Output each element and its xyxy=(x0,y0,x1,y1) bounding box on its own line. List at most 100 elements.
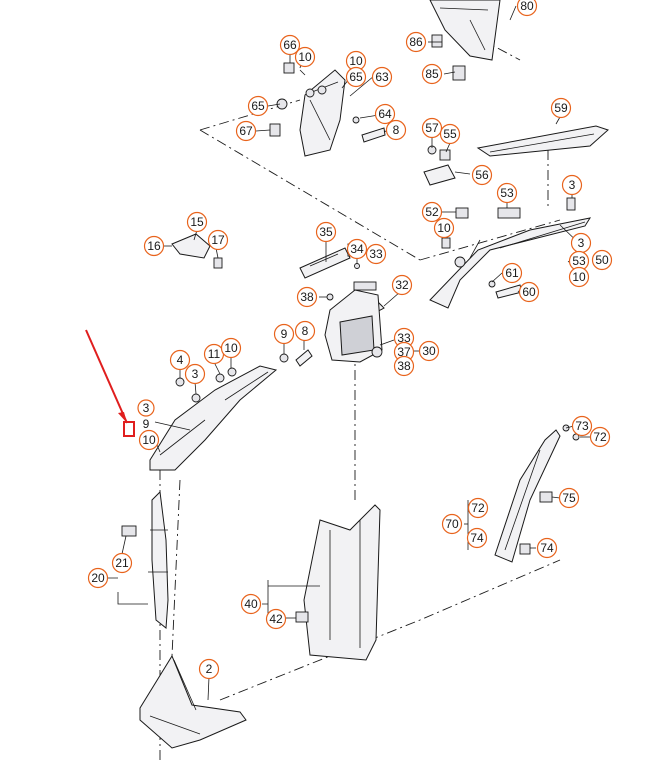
fastener-66 xyxy=(283,62,306,76)
callout-52: 52 xyxy=(421,201,443,223)
callout-70: 70 xyxy=(441,513,463,535)
callout-73: 73 xyxy=(571,415,593,437)
svg-text:10: 10 xyxy=(298,50,312,64)
callout-30: 30 xyxy=(418,340,440,362)
svg-text:33: 33 xyxy=(397,331,411,345)
svg-text:38: 38 xyxy=(300,290,314,304)
sill-trim-2 xyxy=(139,654,247,749)
svg-text:40: 40 xyxy=(244,597,258,611)
callout-56: 56 xyxy=(471,164,493,186)
callout-66: 66 xyxy=(279,34,301,56)
svg-text:8: 8 xyxy=(393,123,400,137)
callout-55: 55 xyxy=(439,123,461,145)
svg-text:53: 53 xyxy=(500,186,514,200)
svg-text:35: 35 xyxy=(319,225,333,239)
svg-text:52: 52 xyxy=(425,205,439,219)
c-pillar-trim-70 xyxy=(494,424,580,563)
svg-text:64: 64 xyxy=(378,107,392,121)
callout-50: 50 xyxy=(591,249,613,271)
svg-text:61: 61 xyxy=(505,266,519,280)
svg-text:80: 80 xyxy=(520,0,534,13)
callout-74: 74 xyxy=(466,527,488,549)
callout-16: 16 xyxy=(143,235,165,257)
callout-32: 32 xyxy=(391,274,413,296)
callout-33: 33 xyxy=(365,243,387,265)
callout-38: 38 xyxy=(296,286,318,308)
callout-38: 38 xyxy=(393,355,415,377)
callout-72: 72 xyxy=(467,497,489,519)
callout-15: 15 xyxy=(186,211,208,233)
svg-text:57: 57 xyxy=(425,121,439,135)
callout-10: 10 xyxy=(345,50,367,72)
callout-17: 17 xyxy=(207,229,229,251)
callout-20: 20 xyxy=(87,567,109,589)
callout-2: 2 xyxy=(198,658,220,680)
callout-8: 8 xyxy=(294,320,316,342)
svg-text:70: 70 xyxy=(445,517,459,531)
callout-75: 75 xyxy=(558,487,580,509)
bolt-3a xyxy=(566,197,576,211)
callout-74: 74 xyxy=(536,537,558,559)
callout-59: 59 xyxy=(550,97,572,119)
svg-text:10: 10 xyxy=(572,270,586,284)
callout-4: 4 xyxy=(169,349,191,371)
b-pillar-lower-trim-40 xyxy=(295,504,381,661)
svg-text:8: 8 xyxy=(302,324,309,338)
callout-80: 80 xyxy=(516,0,538,17)
svg-text:15: 15 xyxy=(190,215,204,229)
callout-42: 42 xyxy=(265,608,287,630)
b-pillar-upper-trim xyxy=(429,217,592,309)
a-pillar-upper-trim xyxy=(299,69,346,157)
svg-text:10: 10 xyxy=(224,341,238,355)
svg-text:34: 34 xyxy=(350,242,364,256)
bracket-35 xyxy=(299,247,351,279)
svg-text:74: 74 xyxy=(470,531,484,545)
svg-text:53: 53 xyxy=(572,254,586,268)
leader-lines xyxy=(108,5,592,701)
callout-3: 3 xyxy=(561,174,583,196)
highlight-arrow xyxy=(85,329,128,424)
svg-text:3: 3 xyxy=(192,367,199,381)
svg-text:33: 33 xyxy=(369,247,383,261)
callout-10: 10 xyxy=(294,46,316,68)
svg-text:30: 30 xyxy=(422,344,436,358)
label-9: 9 xyxy=(143,417,150,431)
clip-65 xyxy=(276,98,288,110)
upper-trim-top xyxy=(429,0,501,61)
clips-4-11 xyxy=(175,367,237,387)
svg-text:63: 63 xyxy=(375,70,389,84)
handle-trim-15 xyxy=(171,233,223,269)
callout-35: 35 xyxy=(315,221,337,243)
callout-3: 3 xyxy=(570,232,592,254)
callout-34: 34 xyxy=(346,238,368,260)
trim-strip-64 xyxy=(352,116,386,143)
rail-trim-59 xyxy=(476,125,609,157)
callout-72: 72 xyxy=(589,426,611,448)
callout-21: 21 xyxy=(111,552,133,574)
svg-text:4: 4 xyxy=(177,353,184,367)
callout-64: 64 xyxy=(374,103,396,125)
callout-10: 10 xyxy=(433,217,455,239)
svg-text:67: 67 xyxy=(239,124,253,138)
svg-text:17: 17 xyxy=(211,233,225,247)
svg-text:66: 66 xyxy=(283,38,297,52)
callout-10: 10 xyxy=(568,266,590,288)
callout-63: 63 xyxy=(371,66,393,88)
svg-text:50: 50 xyxy=(595,253,609,267)
svg-text:72: 72 xyxy=(593,430,607,444)
svg-text:65: 65 xyxy=(251,99,265,113)
callout-labels: 80 86 85 66 10 10 65 63 65 64 67 8 57 55… xyxy=(87,0,613,680)
svg-text:10: 10 xyxy=(349,54,363,68)
bracket-57-55 xyxy=(423,145,456,186)
a-pillar-lower-trim xyxy=(149,365,278,471)
callout-10: 10 xyxy=(220,337,242,359)
svg-text:74: 74 xyxy=(540,541,554,555)
svg-text:56: 56 xyxy=(475,168,489,182)
b-pillar-cover-30 xyxy=(324,289,383,363)
clip-52 xyxy=(455,207,469,219)
callout-85: 85 xyxy=(421,63,443,85)
clip-86 xyxy=(431,34,443,48)
svg-text:3: 3 xyxy=(578,236,585,250)
svg-text:55: 55 xyxy=(443,127,457,141)
